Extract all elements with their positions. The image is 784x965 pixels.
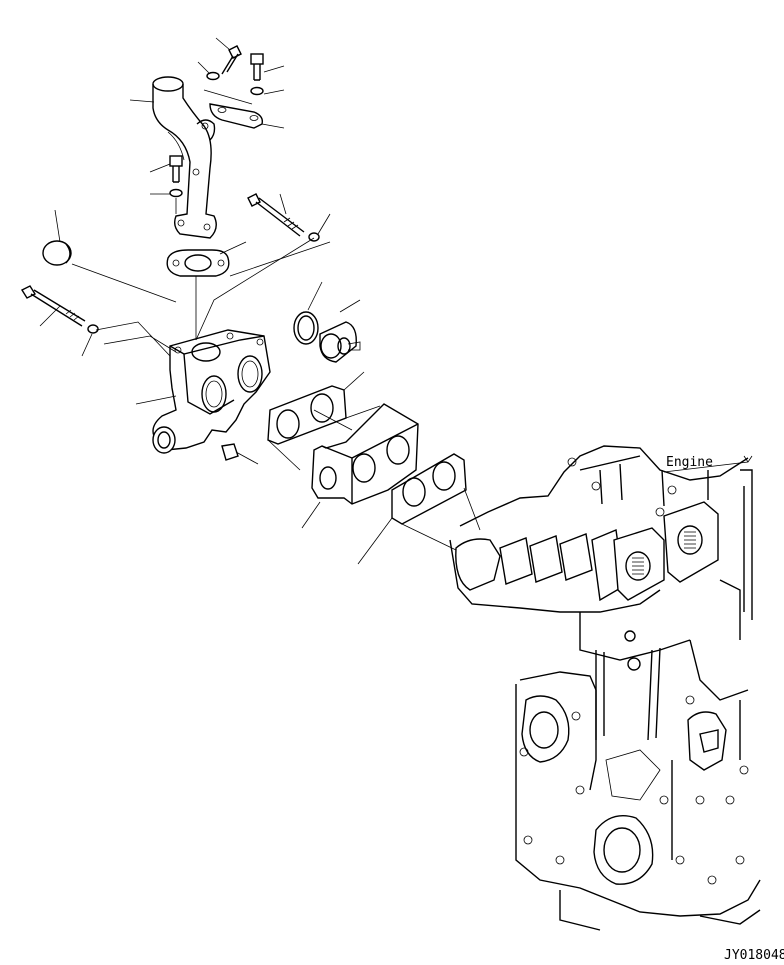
spacer-block [311,403,419,505]
thermostat-housing [152,329,271,454]
pipe-washer [169,188,183,198]
pipe-gasket [166,249,230,277]
long-bolt-right [247,193,305,237]
water-outlet-pipe [152,76,217,239]
long-bolt-nut [308,232,320,242]
top-washer-1 [206,71,220,81]
top-bolt-2 [250,53,264,81]
long-bolt-left [20,285,86,327]
engine-reference: Engine [663,455,753,473]
mounting-bracket [209,103,264,129]
engine-label: Engine [666,455,713,470]
top-washer-2 [250,86,264,96]
pipe-bolt [169,155,183,183]
o-ring [293,311,319,345]
drain-plug [221,443,239,461]
long-bolt-left-washer [87,324,99,334]
engine-block [449,445,761,931]
gasket-front [267,385,347,445]
leader-lines [39,37,481,565]
top-bolt-1 [221,45,242,75]
plug-cap [42,240,72,266]
drawing-code: JY018048 [724,948,784,963]
thermostat [319,321,361,363]
